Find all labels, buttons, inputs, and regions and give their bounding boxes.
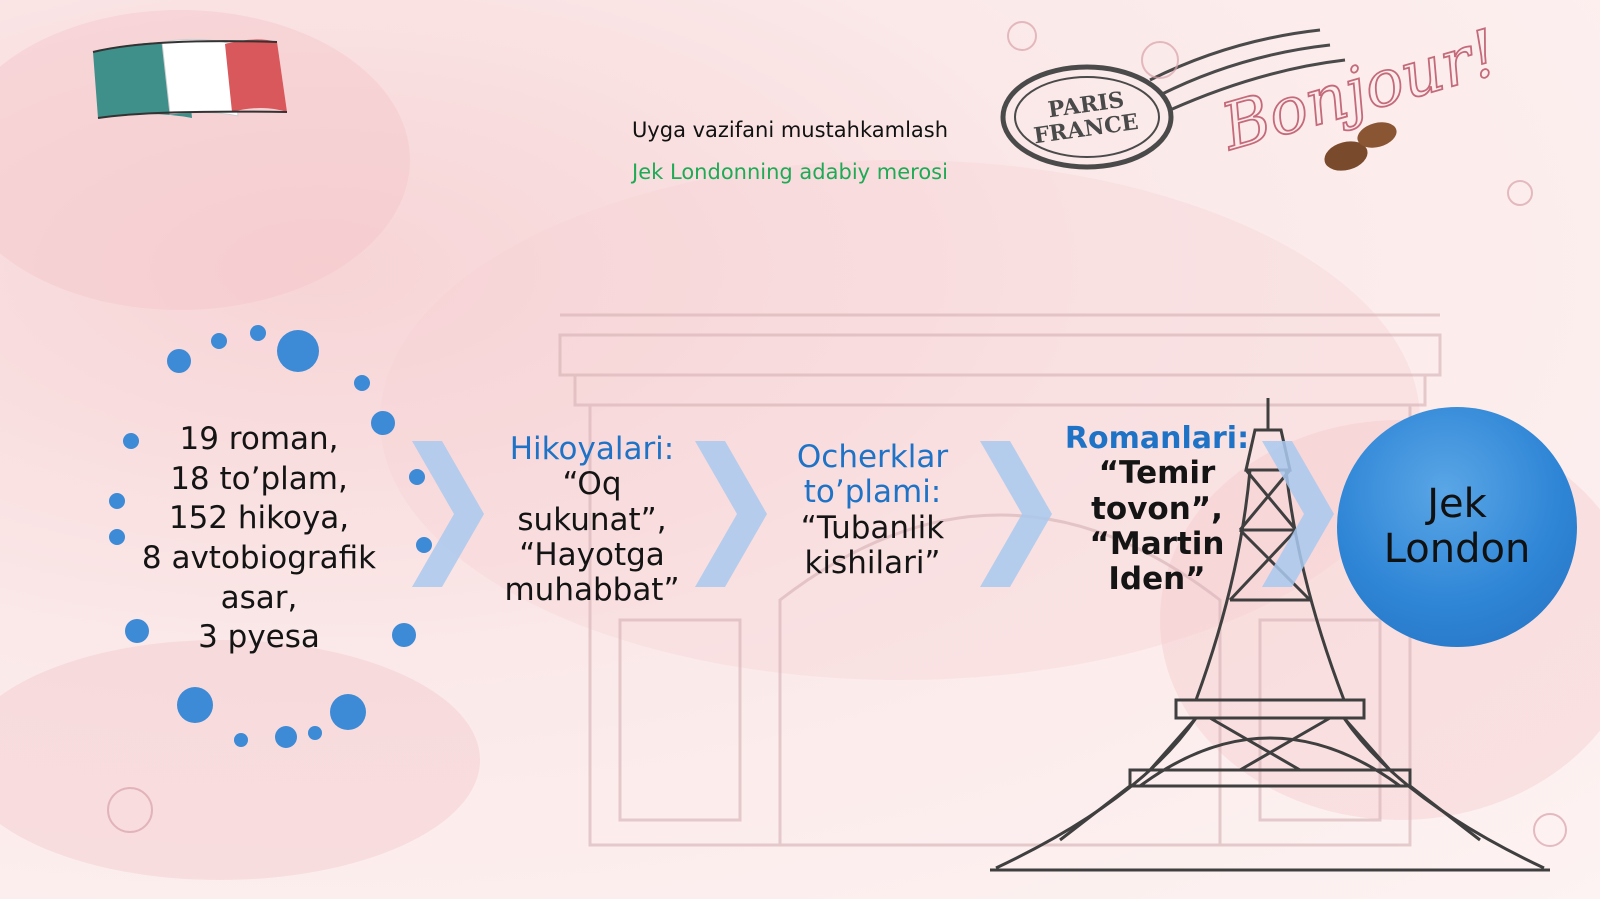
step-line: 18 to’plam, [170, 460, 348, 497]
slide-title: Uyga vazifani mustahkamlash [631, 118, 949, 142]
eiffel-tower-icon [990, 398, 1550, 872]
step-line: tovon”, [1091, 490, 1223, 527]
step-novels: Romanlari: “Temir tovon”, “Martin Iden” [1052, 421, 1262, 598]
author-first-name: Jek [1427, 481, 1487, 528]
step-works-count: 19 roman, 18 to’plam, 152 hikoya, 8 avto… [128, 420, 390, 658]
step-line: 19 roman, [179, 421, 339, 457]
author-circle: Jek London [1337, 407, 1577, 647]
step-heading: Romanlari: [1064, 421, 1250, 456]
author-last-name: London [1383, 526, 1531, 572]
step-heading: Hikoyalari: [509, 431, 675, 467]
step-heading: to’plami: [803, 474, 942, 511]
chevron-right-icon [980, 441, 1052, 587]
flag-icon [92, 38, 288, 119]
step-line: kishilari” [804, 544, 941, 581]
slide-subtitle: Jek Londonning adabiy merosi [632, 160, 948, 184]
step-line: “Temir [1098, 455, 1216, 492]
chevron-right-icon [412, 441, 484, 587]
step-line: 8 avtobiografik [141, 540, 377, 577]
step-line: “Tubanlik [800, 509, 945, 546]
coffee-bean-icon [1324, 122, 1397, 171]
step-line: Iden” [1108, 561, 1206, 598]
chevron-right-icon [1262, 441, 1334, 587]
dot-ring [109, 325, 432, 748]
step-line: 152 hikoya, [168, 500, 350, 537]
step-line: asar, [220, 579, 298, 616]
step-line: “Martin [1089, 525, 1225, 562]
step-line: 3 pyesa [198, 619, 320, 656]
step-line: “Oq [562, 466, 622, 503]
chevron-right-icon [695, 441, 767, 587]
step-essays: Ocherklar to’plami: “Tubanlik kishilari” [765, 439, 980, 581]
step-line: sukunat”, [517, 501, 667, 538]
step-line: “Hayotga [519, 536, 665, 573]
step-heading: Ocherklar [796, 439, 949, 475]
flower-icon [107, 21, 1567, 847]
step-line: muhabbat” [504, 572, 680, 609]
step-stories: Hikoyalari: “Oq sukunat”, “Hayotga muhab… [482, 431, 702, 609]
